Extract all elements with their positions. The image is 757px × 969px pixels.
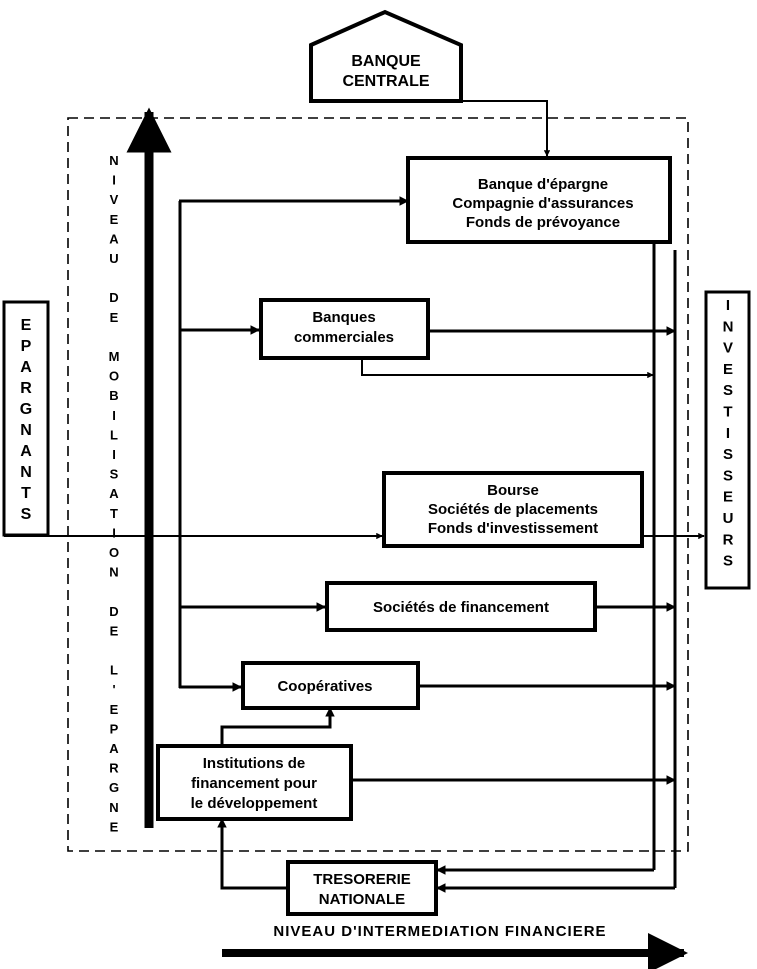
mobilisation-label-letter: L: [110, 663, 118, 678]
investors-label-letter: S: [723, 553, 733, 570]
mobilisation-label-letter: E: [110, 819, 119, 834]
investors-label-letter: T: [723, 404, 732, 421]
savings-institutions-box: Banque d'épargne Compagnie d'assurances …: [406, 156, 672, 244]
mobilisation-label-letter: D: [109, 290, 118, 305]
mobilisation-label-letter: N: [109, 800, 118, 815]
mobilisation-label-letter: I: [112, 525, 116, 540]
mobilisation-label-letter: E: [110, 702, 119, 717]
mobilisation-label-letter: P: [110, 721, 119, 736]
commercial-to-inner-collector: [361, 357, 654, 379]
intermediation-axis-label: NIVEAU D'INTERMEDIATION FINANCIERE: [273, 923, 606, 940]
mobilisation-label-letter: O: [109, 369, 119, 384]
savers-label-letter: A: [20, 443, 32, 460]
development-to-coop: [220, 707, 335, 746]
investors-label-letter: N: [723, 318, 734, 335]
bourse-line-1: Bourse: [487, 482, 539, 499]
investors-label-letter: R: [723, 531, 734, 548]
mobilisation-label-letter: E: [110, 212, 119, 227]
savings-line-2: Compagnie d'assurances: [452, 195, 633, 212]
mobilisation-label-letter: T: [110, 506, 118, 521]
mobilisation-label-letter: N: [109, 565, 118, 580]
mobilisation-label-letter: I: [112, 173, 116, 188]
financing-companies-box: Sociétés de financement: [325, 581, 597, 632]
savers-label-letter: R: [20, 380, 32, 397]
savers-label-letter: T: [21, 485, 31, 502]
investors-label-letter: U: [723, 510, 734, 527]
mobilisation-label-letter: ': [112, 682, 115, 697]
savers-label-letter: S: [21, 506, 32, 523]
cooperatives-box: Coopératives: [241, 661, 420, 710]
mobilisation-label-letter: V: [110, 192, 119, 207]
treasury-line-2: NATIONALE: [319, 891, 405, 908]
investors-label-letter: S: [723, 446, 733, 463]
savers-box: [2, 300, 50, 537]
commercial-banks-box: Banques commerciales: [259, 298, 430, 360]
mobilisation-label-letter: U: [109, 251, 118, 266]
commercial-line-2: commerciales: [294, 329, 394, 346]
bourse-line-3: Fonds d'investissement: [428, 520, 598, 537]
savers-label-letter: A: [20, 359, 32, 376]
savers-label-letter: E: [21, 317, 32, 334]
central-bank-label-1: BANQUE: [351, 53, 421, 70]
financing-line-1: Sociétés de financement: [373, 599, 549, 616]
mobilisation-label-letter: E: [110, 623, 119, 638]
mobilisation-label-letter: N: [109, 153, 118, 168]
investors-label-letter: V: [723, 340, 733, 357]
savers-label-letter: N: [20, 422, 32, 439]
coop-line-1: Coopératives: [277, 678, 372, 695]
mobilisation-label-letter: D: [109, 604, 118, 619]
investors-box: [704, 290, 751, 590]
savers-label-letter: P: [21, 338, 32, 355]
mobilisation-label-letter: S: [110, 467, 119, 482]
mobilisation-label-letter: L: [110, 427, 118, 442]
savers-label-letter: G: [20, 401, 32, 418]
mobilisation-label-letter: I: [112, 447, 116, 462]
mobilisation-label-letter: O: [109, 545, 119, 560]
development-line-1: Institutions de: [203, 755, 306, 772]
financial-system-frame: [67, 117, 689, 852]
mobilisation-label-letter: M: [109, 349, 120, 364]
treasury-line-1: TRESORERIE: [313, 871, 411, 888]
bourse-line-2: Sociétés de placements: [428, 501, 598, 518]
mobilisation-label-letter: B: [109, 388, 118, 403]
treasury-box: TRESORERIE NATIONALE: [286, 860, 438, 916]
investors-label-letter: E: [723, 489, 733, 506]
savers-label-letter: N: [20, 464, 32, 481]
mobilisation-label-letter: G: [109, 780, 119, 795]
investors-label-letter: E: [723, 361, 733, 378]
treasury-to-development: [217, 818, 287, 890]
investors-label-letter: I: [726, 425, 730, 442]
commercial-line-1: Banques: [312, 309, 375, 326]
mobilisation-label-letter: R: [109, 761, 119, 776]
mobilisation-label-letter: A: [109, 741, 119, 756]
central-bank-box: BANQUE CENTRALE: [309, 9, 463, 103]
development-line-3: le développement: [191, 795, 318, 812]
mobilisation-label-letter: A: [109, 231, 119, 246]
investors-label-letter: S: [723, 382, 733, 399]
mobilisation-label-letter: I: [112, 408, 116, 423]
savings-line-3: Fonds de prévoyance: [466, 214, 620, 231]
investors-label-letter: S: [723, 467, 733, 484]
mobilisation-label-letter: A: [109, 486, 119, 501]
savings-line-1: Banque d'épargne: [478, 176, 608, 193]
development-institutions-box: Institutions de financement pour le déve…: [156, 744, 353, 821]
bourse-box: Bourse Sociétés de placements Fonds d'in…: [382, 471, 644, 548]
investors-label-letter: I: [726, 297, 730, 314]
central-bank-connector: [440, 100, 551, 157]
central-bank-label-2: CENTRALE: [342, 73, 429, 90]
development-line-2: financement pour: [191, 775, 317, 792]
mobilisation-label-letter: E: [110, 310, 119, 325]
